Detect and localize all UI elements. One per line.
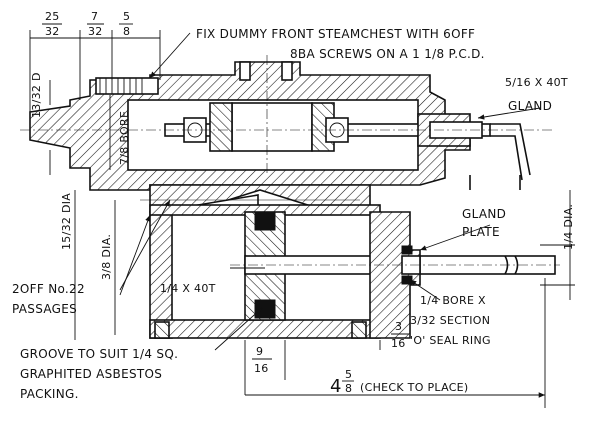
bore-label: 7/8 BORE	[118, 111, 131, 165]
fix-dummy-line1: FIX DUMMY FRONT STEAMCHEST WITH 6OFF	[196, 27, 475, 41]
steam-chest	[20, 55, 555, 191]
gland-top-label: GLAND	[508, 99, 552, 113]
dim-32a: 32	[45, 25, 60, 38]
overall-den: 8	[345, 382, 352, 395]
gland-plate-line2: PLATE	[462, 225, 500, 239]
dim-16b: 16	[391, 337, 406, 350]
oring-line1: 1/4 BORE X	[420, 294, 486, 307]
piston-thread: 1/4 X 40T	[160, 282, 216, 295]
groove-line1: GROOVE TO SUIT 1/4 SQ.	[20, 347, 178, 361]
dim-3: 3	[395, 320, 402, 333]
dia-13-32: 13/32 D	[30, 72, 43, 118]
oring-line2: 3/32 SECTION	[410, 314, 490, 327]
overall-whole: 4	[330, 376, 342, 397]
overall-note: (CHECK TO PLACE)	[360, 381, 469, 394]
overall-num: 5	[345, 368, 352, 381]
dia-15-32: 15/32 DIA	[60, 193, 73, 250]
leader-lines	[119, 32, 541, 351]
dim-7: 7	[91, 10, 98, 23]
groove-line3: PACKING.	[20, 387, 79, 401]
dim-8: 8	[123, 25, 130, 38]
gland-plate-line1: GLAND	[462, 207, 506, 221]
labels: 25 32 7 32 5 8 FIX DUMMY FRONT STEAMCHES…	[12, 10, 575, 401]
passages-line2: PASSAGES	[12, 302, 77, 316]
dimension-lines	[29, 30, 575, 408]
fix-dummy-line2: 8BA SCREWS ON A 1 1/8 P.C.D.	[290, 47, 485, 61]
groove-line2: GRAPHITED ASBESTOS	[20, 367, 162, 381]
dia-3-8: 3/8 DIA.	[100, 234, 113, 280]
dim-9: 9	[256, 345, 263, 358]
dim-5: 5	[123, 10, 130, 23]
dim-25: 25	[45, 10, 60, 23]
gland-top-dim: 5/16 X 40T	[505, 76, 568, 89]
dim-32b: 32	[88, 25, 103, 38]
dim-16a: 16	[254, 362, 269, 375]
oring-line3: 'O' SEAL RING	[410, 334, 491, 347]
cylinder-body	[140, 184, 560, 339]
passages-line1: 2OFF No.22	[12, 282, 85, 296]
dia-1-4: 1/4 DIA.	[562, 204, 575, 250]
